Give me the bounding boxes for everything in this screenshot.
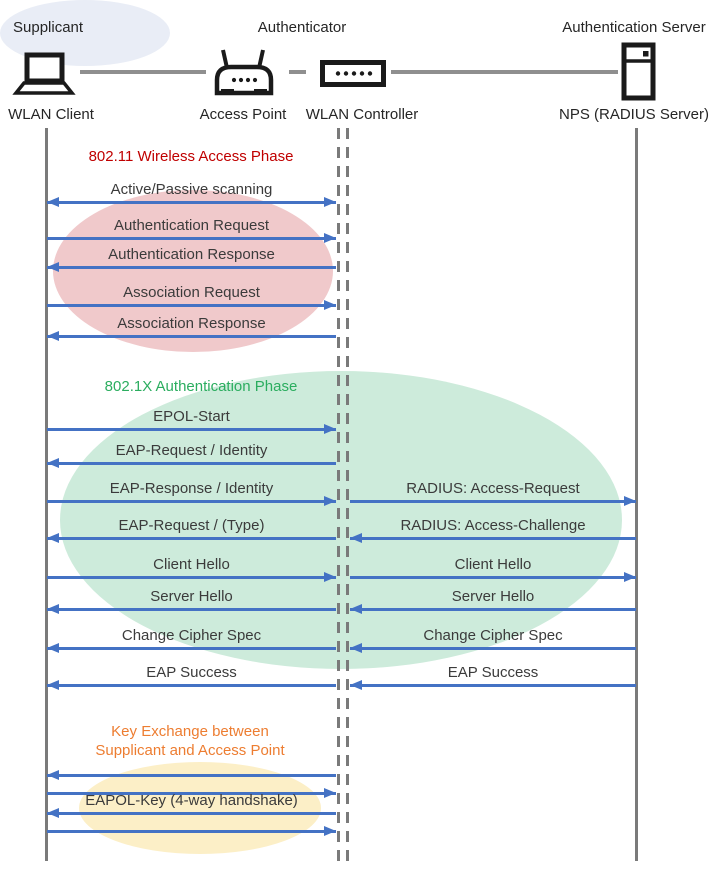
message-label: Authentication Request (113, 217, 270, 234)
message-label: EAP-Response / Identity (109, 480, 274, 497)
message-arrow-14 (350, 608, 636, 611)
message-arrow-4 (47, 335, 336, 338)
device-label-access-point: Access Point (199, 106, 287, 123)
message-label: EAP Success (447, 664, 539, 681)
message-arrow-8 (350, 500, 636, 503)
message-label: Client Hello (153, 556, 230, 573)
message-arrow-2 (47, 266, 336, 269)
message-arrow-10 (350, 537, 636, 540)
message-label: EAP-Request / Identity (115, 442, 268, 459)
device-label-wlan-client: WLAN Client (8, 106, 94, 123)
connector-ap-to-controller (289, 70, 306, 74)
arrowhead-left-icon (47, 457, 59, 468)
message-label: RADIUS: Access-Request (406, 480, 580, 497)
phase-title-line: Key Exchange between (111, 723, 269, 740)
lifeline-radius-server (635, 128, 638, 861)
phase-title-wireless-access: 802.11 Wireless Access Phase (89, 147, 294, 166)
message-label: RADIUS: Access-Challenge (400, 517, 586, 534)
message-label: Active/Passive scanning (110, 181, 273, 198)
arrowhead-left-icon (47, 642, 59, 653)
arrowhead-right-icon (324, 299, 336, 310)
phase-title-line: 802.11 Wireless Access Phase (88, 148, 294, 165)
device-label-nps-radius-server: NPS (RADIUS Server) (558, 106, 710, 123)
arrowhead-left-icon (47, 330, 59, 341)
message-label: Client Hello (454, 556, 532, 573)
arrowhead-right-icon (324, 495, 336, 506)
message-label: EPOL-Start (153, 408, 230, 425)
arrowhead-right-icon (324, 423, 336, 434)
message-arrow-22 (47, 830, 336, 833)
arrowhead-left-icon (47, 532, 59, 543)
arrowhead-left-icon (47, 807, 59, 818)
wlan-controller-icon (320, 60, 386, 87)
lifeline-authenticator-dashed-b (346, 128, 349, 861)
arrowhead-left-icon (350, 679, 362, 690)
arrowhead-left-icon (47, 196, 59, 207)
arrowhead-right-icon (324, 196, 336, 207)
message-label: Change Cipher Spec (121, 627, 262, 644)
arrowhead-right-icon (324, 787, 336, 798)
message-arrow-11 (47, 576, 336, 579)
arrowhead-right-icon (324, 825, 336, 836)
message-arrow-6 (47, 462, 336, 465)
message-arrow-0 (47, 201, 336, 204)
message-arrow-15 (47, 647, 336, 650)
connector-controller-to-server (391, 70, 618, 74)
arrowhead-left-icon (47, 679, 59, 690)
arrowhead-left-icon (350, 532, 362, 543)
phase-title-line: Supplicant and Access Point (95, 742, 285, 759)
lifeline-wlan-client (45, 128, 48, 861)
message-arrow-20 (47, 792, 336, 795)
message-arrow-12 (350, 576, 636, 579)
arrowhead-left-icon (47, 603, 59, 614)
message-label: Association Response (117, 315, 266, 332)
message-label: Authentication Response (108, 246, 275, 263)
phase-ellipse-dot1x-authentication (60, 371, 622, 669)
access-point-icon (214, 49, 274, 96)
arrowhead-right-icon (624, 495, 636, 506)
message-arrow-16 (350, 647, 636, 650)
message-label: Association Request (123, 284, 260, 301)
message-arrow-17 (47, 684, 336, 687)
message-arrow-18 (350, 684, 636, 687)
phase-ellipse-wireless-access (53, 190, 333, 352)
message-arrow-5 (47, 428, 336, 431)
device-label-wlan-controller: WLAN Controller (305, 106, 419, 123)
laptop-icon (12, 52, 76, 95)
message-arrow-9 (47, 537, 336, 540)
message-arrow-19 (47, 774, 336, 777)
message-label: Change Cipher Spec (423, 627, 563, 644)
phase-ellipse-key-exchange (79, 762, 321, 854)
message-arrow-7 (47, 500, 336, 503)
arrowhead-left-icon (350, 642, 362, 653)
arrowhead-left-icon (47, 769, 59, 780)
message-label: EAP Success (146, 664, 237, 681)
phase-title-dot1x-authentication: 802.1X Authentication Phase (105, 377, 298, 396)
arrowhead-right-icon (324, 571, 336, 582)
arrowhead-right-icon (324, 232, 336, 243)
message-label: Server Hello (150, 588, 233, 605)
role-label-supplicant: Supplicant (13, 19, 84, 36)
phase-title-line: 802.1X Authentication Phase (104, 378, 298, 395)
role-label-authenticator: Authenticator (257, 19, 347, 36)
message-arrow-1 (47, 237, 336, 240)
message-label: EAPOL-Key (4-way handshake) (85, 792, 298, 809)
message-arrow-3 (47, 304, 336, 307)
message-label: EAP-Request / (Type) (118, 517, 265, 534)
server-icon (621, 42, 656, 101)
message-arrow-21 (47, 812, 336, 815)
arrowhead-left-icon (47, 261, 59, 272)
arrowhead-right-icon (624, 571, 636, 582)
connector-client-to-ap (80, 70, 206, 74)
message-arrow-13 (47, 608, 336, 611)
message-label: Server Hello (451, 588, 535, 605)
role-label-authentication-server: Authentication Server (562, 19, 706, 36)
arrowhead-left-icon (350, 603, 362, 614)
lifeline-authenticator-dashed-a (337, 128, 340, 861)
